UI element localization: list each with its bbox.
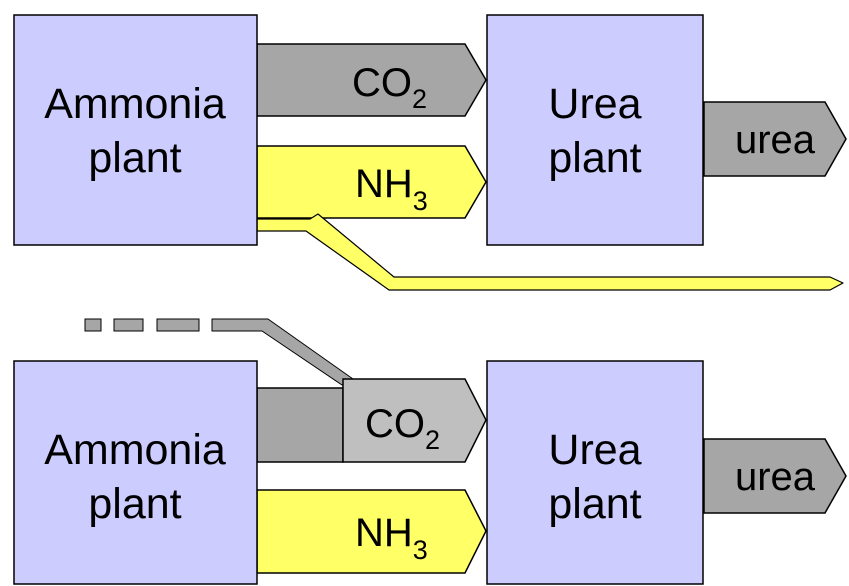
bottom-urea-plant-box	[486, 360, 704, 585]
bottom-co2-label: CO2	[365, 402, 440, 455]
top-ammonia-plant-box	[13, 14, 258, 246]
top-ammonia-plant-line2: plant	[88, 134, 181, 182]
bottom-co2-dash-1	[84, 318, 102, 332]
bottom-nh3-label: NH3	[355, 511, 428, 565]
bottom-co2-dash-3	[156, 318, 200, 332]
bottom-urea-output-label: urea	[735, 455, 816, 499]
bottom-ammonia-plant-line1: Ammonia	[44, 426, 226, 474]
bottom-co2-arrow-base	[256, 387, 344, 463]
bottom-ammonia-plant-box	[13, 360, 258, 585]
bottom-co2-dash-2	[113, 318, 144, 332]
top-nh3-label: NH3	[355, 162, 428, 216]
bottom-scenario: CO2 NH3 Ammonia plant Urea plant urea	[13, 318, 847, 585]
top-co2-label: CO2	[352, 61, 427, 114]
top-urea-plant-box	[486, 14, 704, 246]
top-urea-output-label: urea	[735, 118, 816, 162]
top-nh3-export-arrow	[256, 213, 844, 291]
bottom-co2-import-line	[211, 318, 354, 386]
top-urea-plant-line1: Urea	[548, 80, 641, 128]
bottom-co2-arrow-head	[342, 378, 487, 463]
top-urea-plant-line2: plant	[548, 134, 641, 182]
bottom-urea-plant-line2: plant	[548, 480, 641, 528]
bottom-urea-output-arrow	[703, 438, 847, 514]
top-scenario: CO2 NH3 Ammonia plant Urea plant urea	[13, 14, 847, 291]
top-urea-output-arrow	[703, 101, 847, 177]
top-ammonia-plant-line1: Ammonia	[44, 80, 226, 128]
bottom-ammonia-plant-line2: plant	[88, 480, 181, 528]
bottom-urea-plant-line1: Urea	[548, 426, 641, 474]
